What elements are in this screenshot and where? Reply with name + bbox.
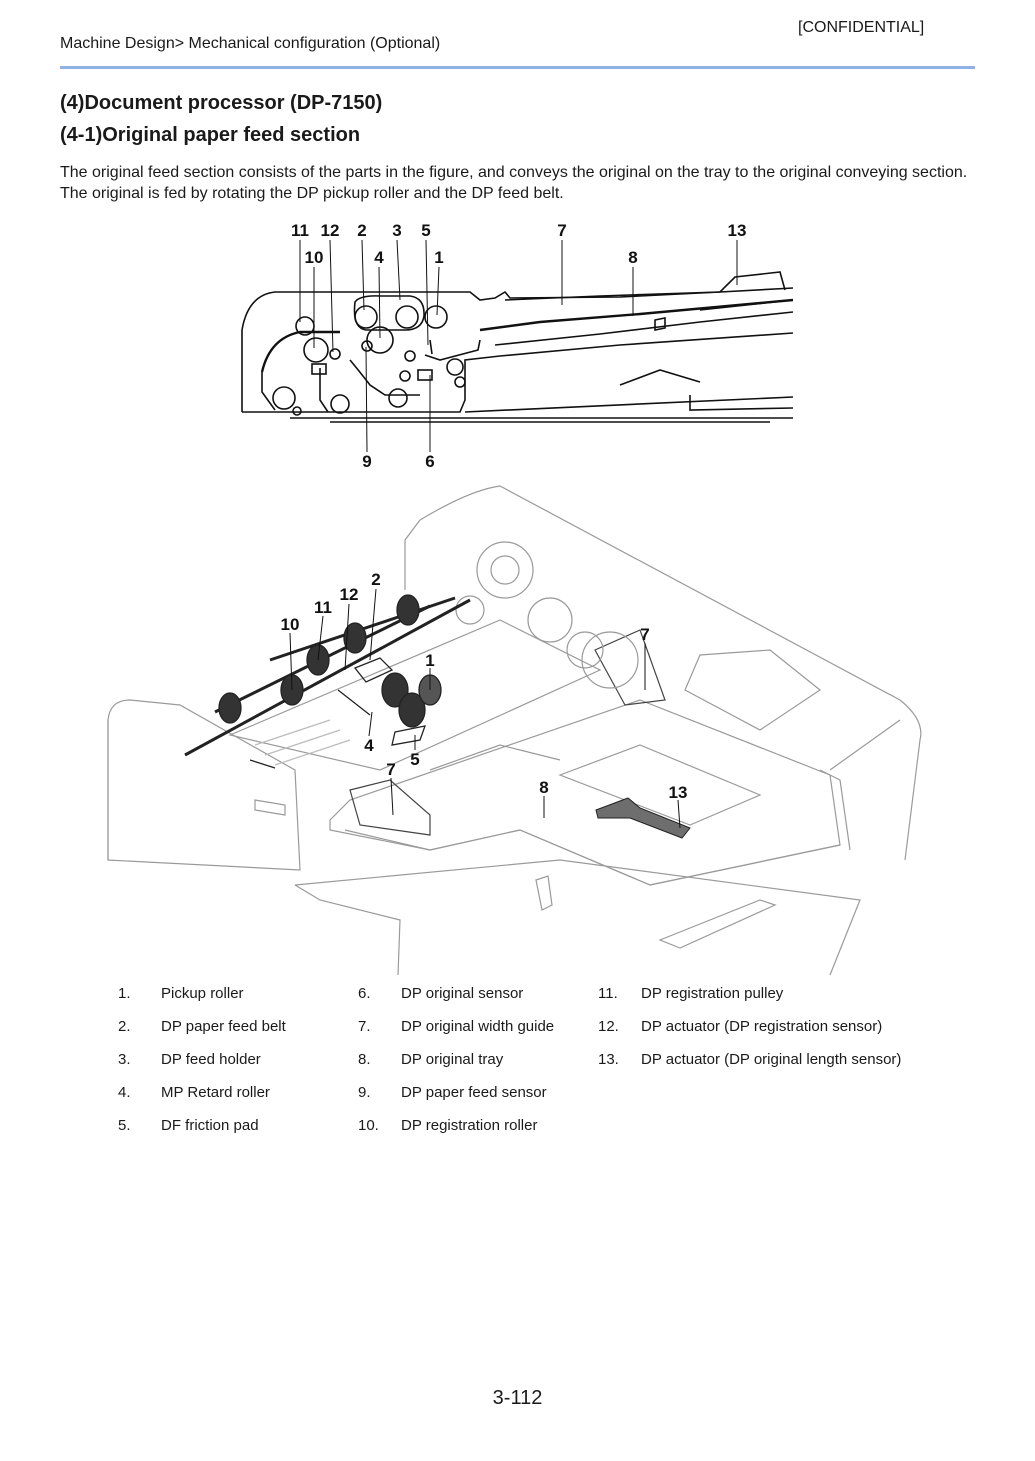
- part-number: 4.: [118, 1084, 131, 1101]
- part-number: 11.: [598, 985, 618, 1002]
- cross-section-callouts: 11 12 2 3 5 7 13 10 4 1 8 9 6: [291, 221, 746, 471]
- callout-5: 5: [421, 221, 430, 240]
- callout-8: 8: [539, 778, 548, 797]
- callout-10: 10: [281, 615, 300, 634]
- part-number: 2.: [118, 1018, 131, 1035]
- callout-13: 13: [669, 783, 688, 802]
- callout-10: 10: [305, 248, 324, 267]
- callout-4: 4: [374, 248, 384, 267]
- part-number: 5.: [118, 1117, 131, 1134]
- part-name: DP paper feed sensor: [401, 1084, 547, 1101]
- section-title: (4)Document processor (DP-7150): [60, 92, 383, 114]
- perspective-leaders: [289, 588, 681, 829]
- part-name: DF friction pad: [161, 1117, 259, 1134]
- part-number: 13.: [598, 1051, 619, 1068]
- callout-1: 1: [434, 248, 443, 267]
- feed-section-figures: 11 12 2 3 5 7 13 10 4 1 8 9 6: [107, 221, 922, 976]
- callout-12: 12: [340, 585, 359, 604]
- part-name: DP actuator (DP registration sensor): [641, 1018, 883, 1035]
- part-name: DP registration roller: [401, 1117, 538, 1134]
- confidential-label: [CONFIDENTIAL]: [798, 19, 925, 36]
- header-divider: [60, 66, 975, 69]
- callout-1: 1: [425, 651, 434, 670]
- part-number: 7.: [358, 1018, 371, 1035]
- section-description: The original feed section consists of th…: [60, 164, 968, 202]
- part-number: 1.: [118, 985, 131, 1002]
- part-number: 8.: [358, 1051, 371, 1068]
- callout-7: 7: [640, 625, 649, 644]
- callout-9: 9: [362, 452, 371, 471]
- page-number: 3-112: [492, 1387, 543, 1409]
- part-number: 12.: [598, 1018, 619, 1035]
- part-name: Pickup roller: [161, 985, 244, 1002]
- callout-7: 7: [386, 760, 395, 779]
- callout-7: 7: [557, 221, 566, 240]
- part-number: 6.: [358, 985, 371, 1002]
- cross-section-leaders: [299, 239, 738, 453]
- part-name: DP registration pulley: [641, 985, 784, 1002]
- part-name: DP paper feed belt: [161, 1018, 286, 1035]
- callout-6: 6: [425, 452, 434, 471]
- part-name: DP original width guide: [401, 1018, 555, 1035]
- perspective-diagram: [107, 485, 922, 976]
- callout-11: 11: [314, 598, 332, 617]
- part-name: DP actuator (DP original length sensor): [641, 1051, 902, 1068]
- part-name: DP original sensor: [401, 985, 524, 1002]
- callout-8: 8: [628, 248, 637, 267]
- length-sensor-actuator: [595, 797, 691, 839]
- part-name: DP feed holder: [161, 1051, 261, 1068]
- cross-section-diagram: [241, 271, 794, 423]
- perspective-callouts: 2 12 11 10 7 1 4 7 5 8 13: [281, 570, 688, 802]
- callout-11: 11: [291, 221, 309, 240]
- part-number: 10.: [358, 1117, 379, 1134]
- callout-12: 12: [321, 221, 340, 240]
- part-number: 3.: [118, 1051, 131, 1068]
- part-number: 9.: [358, 1084, 371, 1101]
- callout-2: 2: [371, 570, 380, 589]
- callout-3: 3: [392, 221, 401, 240]
- part-name: MP Retard roller: [161, 1084, 270, 1101]
- callout-2: 2: [357, 221, 366, 240]
- breadcrumb: Machine Design> Mechanical configuration…: [60, 35, 441, 52]
- perspective-rollers: [184, 594, 471, 769]
- callout-13: 13: [728, 221, 747, 240]
- part-name: DP original tray: [401, 1051, 504, 1068]
- callout-5: 5: [410, 750, 419, 769]
- callout-4: 4: [364, 736, 374, 755]
- subsection-title: (4-1)Original paper feed section: [60, 124, 361, 146]
